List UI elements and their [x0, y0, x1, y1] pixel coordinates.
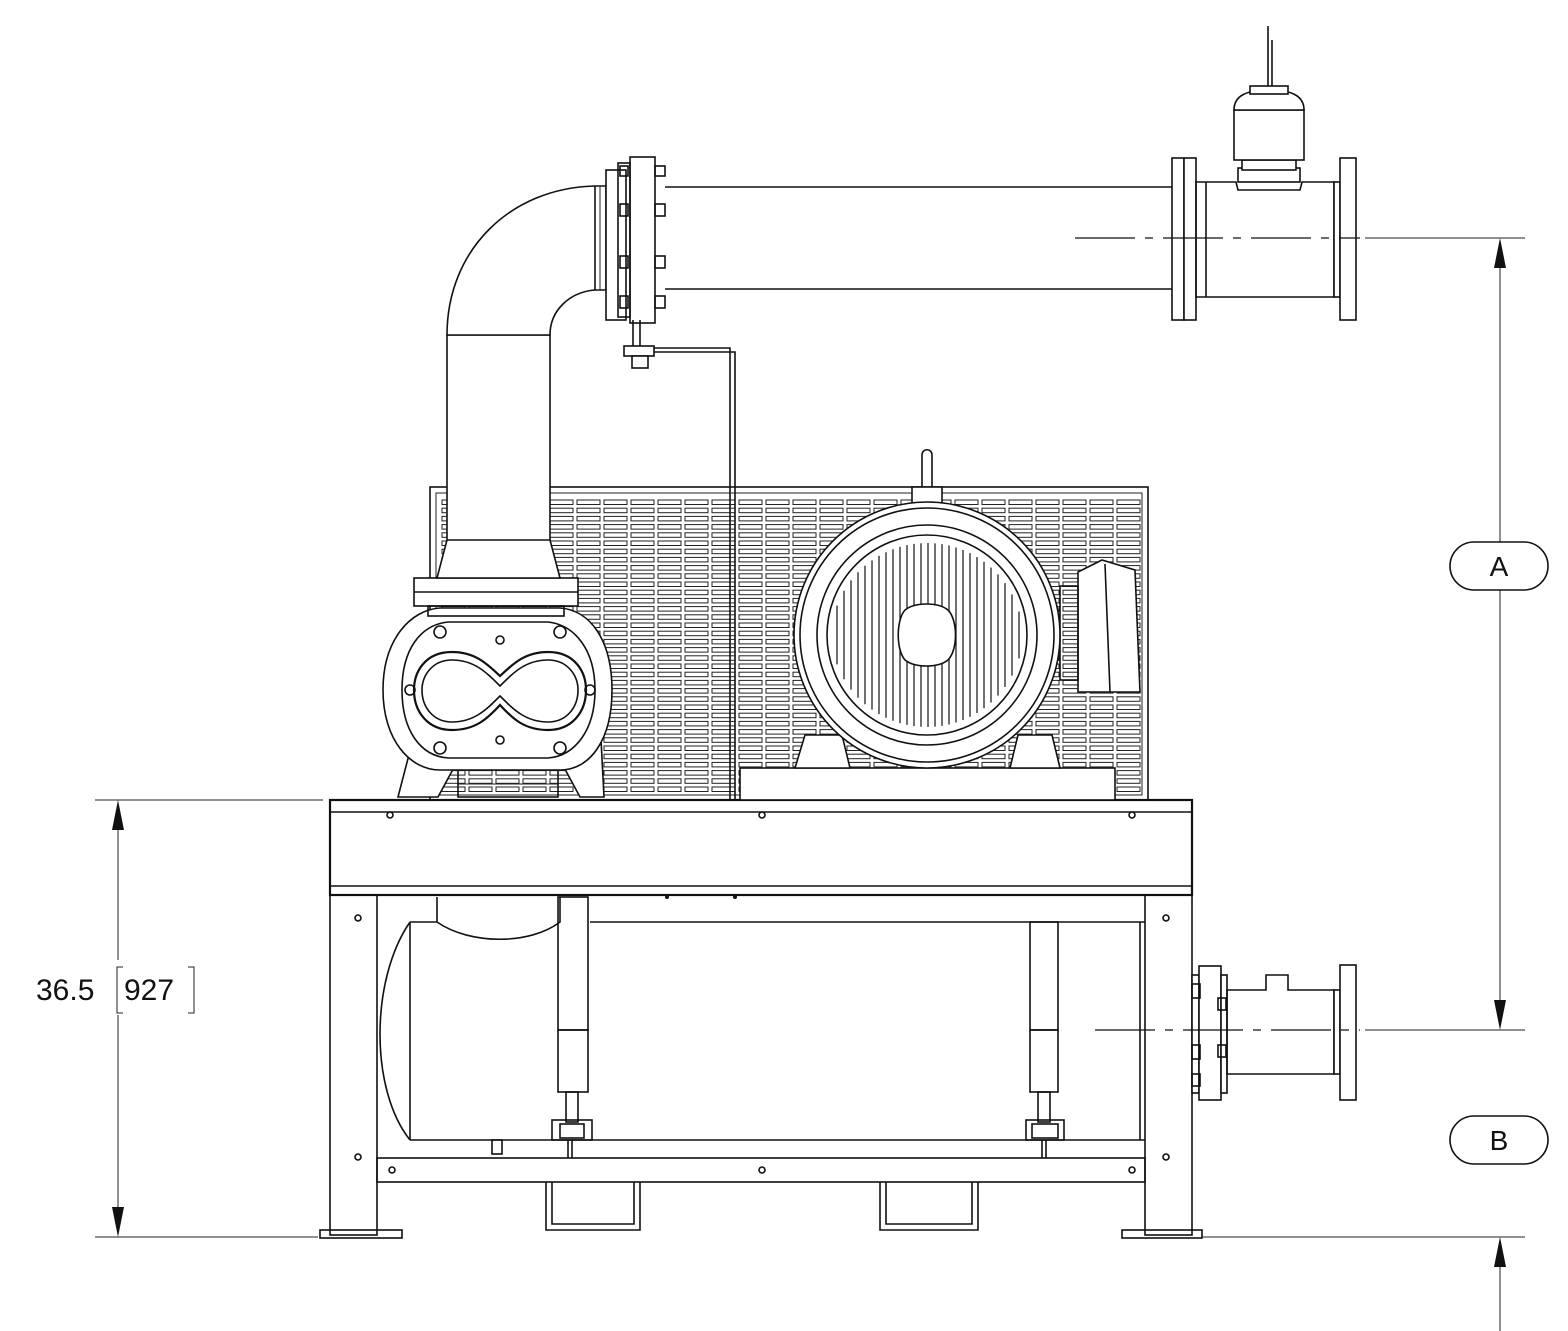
balloon-a — [1449, 541, 1549, 591]
dimension-b: B — [1202, 1115, 1549, 1331]
silencer-tank — [379, 896, 1145, 1158]
dimension-height: 36.5 927 — [36, 799, 323, 1238]
balloon-a-label: A — [1490, 551, 1509, 582]
base-frame — [319, 798, 1203, 1239]
balloon-b-label: B — [1490, 1125, 1509, 1156]
dimension-height-value: 36.5 — [36, 974, 94, 1007]
inlet-pipe — [1095, 964, 1360, 1101]
dimension-height-metric: 927 — [124, 974, 174, 1007]
balloon-b — [1449, 1115, 1549, 1165]
motor — [739, 448, 1141, 801]
blower — [382, 577, 613, 798]
discharge-pipe — [435, 26, 1360, 800]
dimension-a: A — [1365, 237, 1549, 1031]
